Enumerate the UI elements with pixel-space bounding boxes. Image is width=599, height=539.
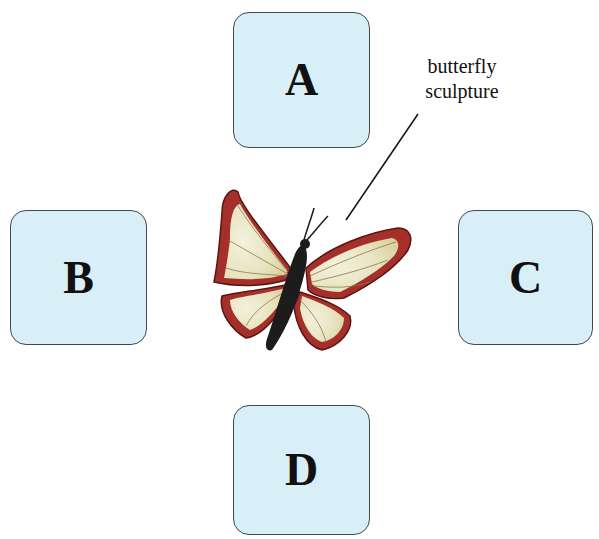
wing [294, 292, 351, 350]
antenna [307, 216, 328, 240]
wing-veins [226, 206, 396, 342]
letter-box: D [233, 405, 370, 535]
butterfly-sculpture [214, 190, 411, 350]
wing [214, 190, 292, 285]
wing [306, 228, 411, 299]
antenna [304, 208, 314, 240]
box-letter: C [509, 255, 542, 301]
letter-box: A [233, 12, 370, 148]
letter-box: B [10, 210, 147, 345]
wing-inner [300, 296, 344, 342]
box-letter: D [285, 447, 318, 493]
butterfly-head [300, 239, 310, 249]
callout-label: butterfly sculpture [404, 54, 520, 104]
butterfly-body [266, 246, 307, 351]
wing-inner [310, 238, 398, 292]
box-letter: A [285, 57, 318, 103]
box-letter: B [63, 255, 94, 301]
wing-inner [224, 204, 287, 279]
letter-box: C [458, 210, 593, 345]
